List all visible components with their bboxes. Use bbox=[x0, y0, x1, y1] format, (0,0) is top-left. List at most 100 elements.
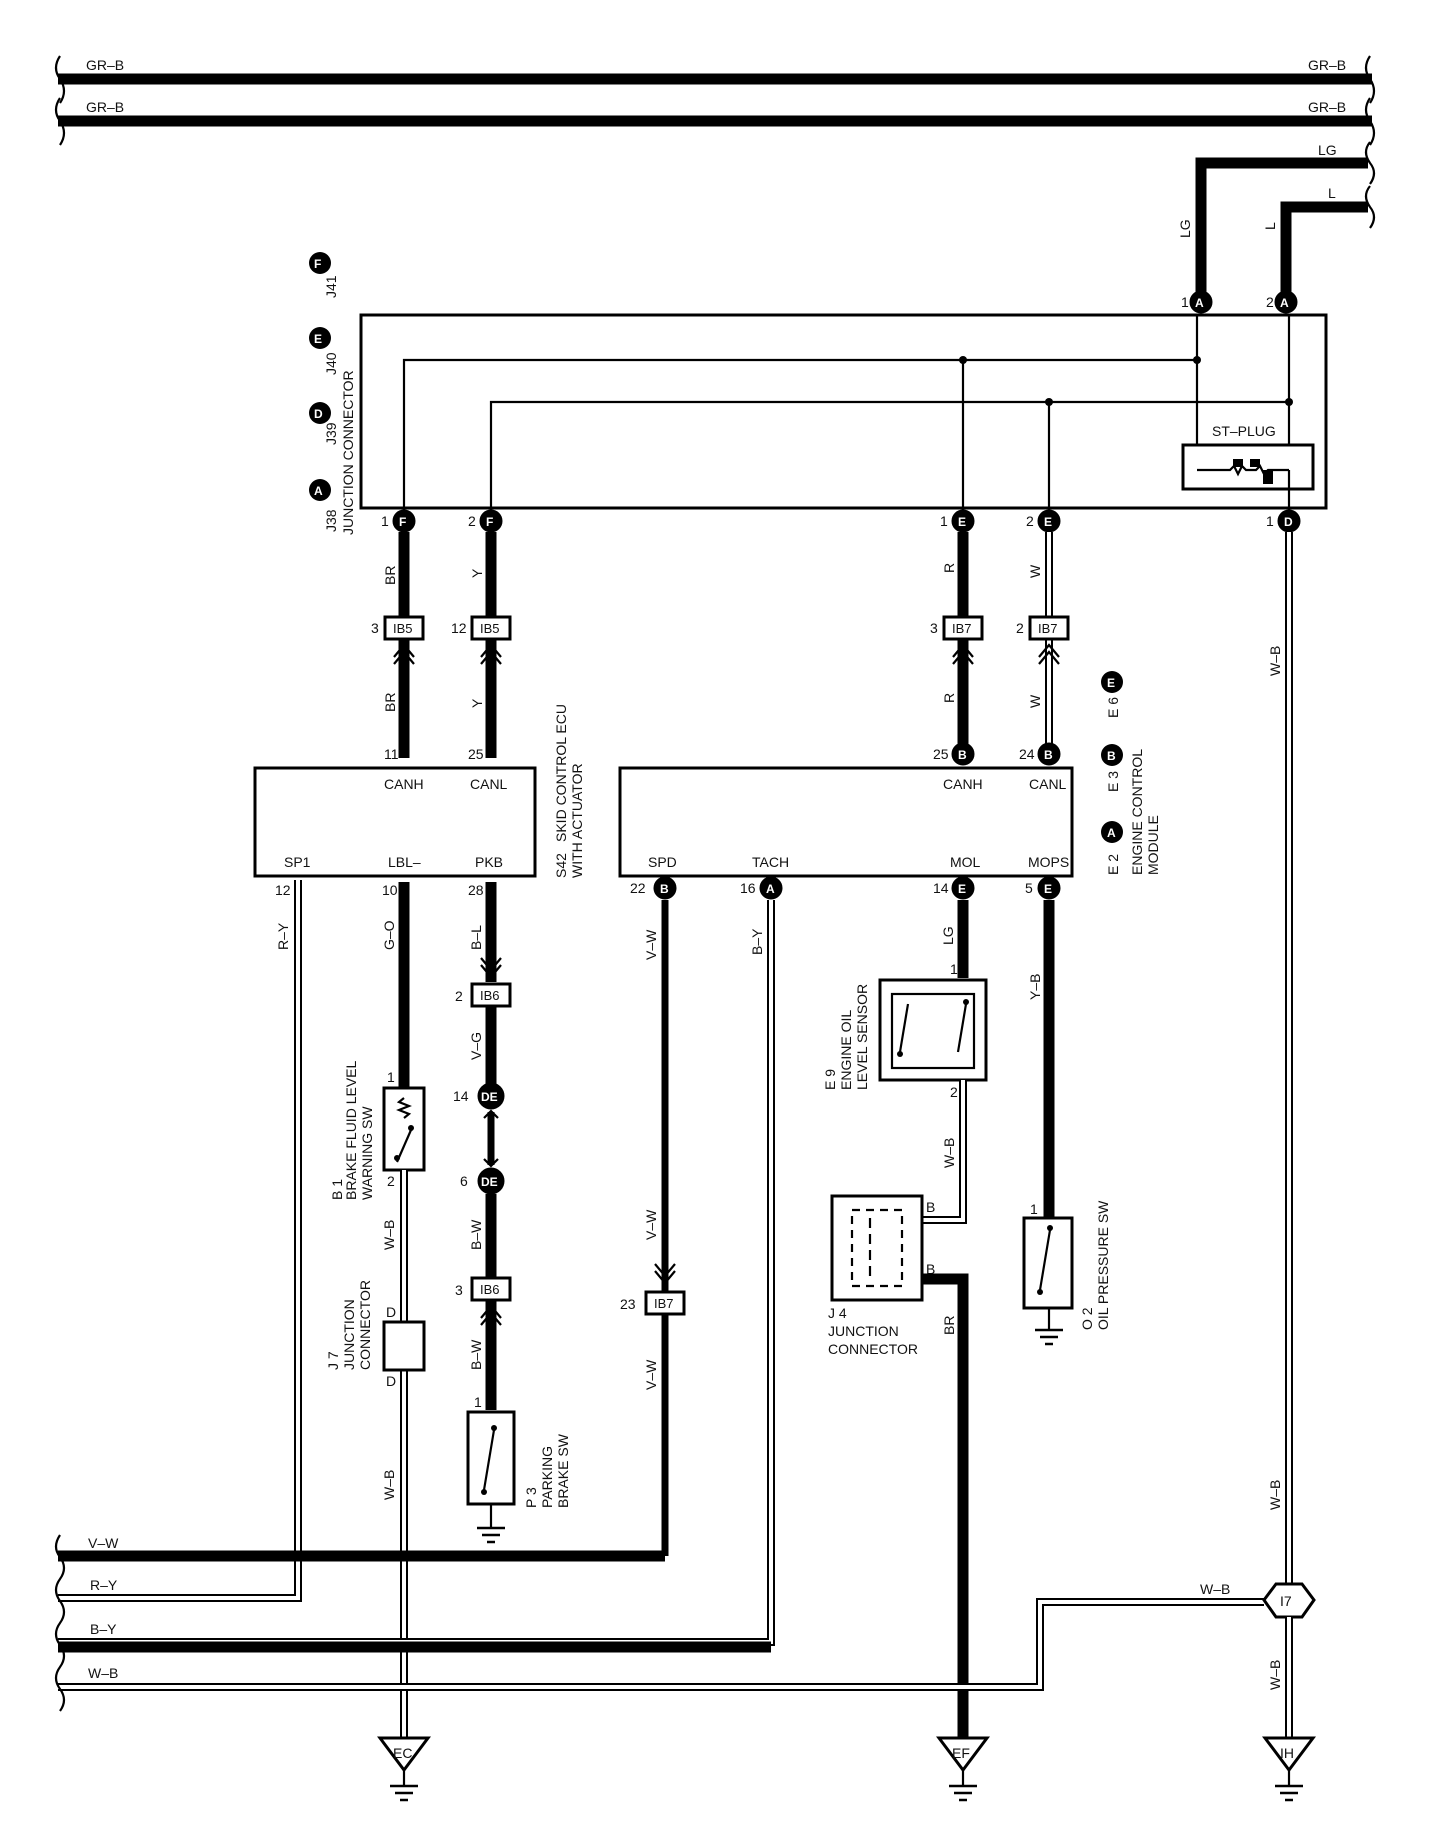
pin-number: 2 bbox=[950, 1084, 958, 1100]
wire-label: V–G bbox=[468, 1032, 484, 1060]
wire-label: B–Y bbox=[749, 928, 765, 955]
jc-bottom-pin: 1 F bbox=[381, 509, 416, 533]
ref-letter: E bbox=[314, 332, 322, 346]
ecm-bottom-terminal: MOPS 5 E bbox=[1025, 854, 1069, 900]
ref-e3: E 3 bbox=[1105, 771, 1121, 792]
st-plug bbox=[1181, 443, 1315, 491]
wire-label: G–O bbox=[381, 920, 397, 950]
l-label: L bbox=[1328, 185, 1336, 201]
oil-level-name: ENGINE OIL bbox=[838, 1010, 854, 1090]
junction-connector-label: JUNCTION CONNECTOR bbox=[340, 370, 356, 535]
parking-name-2: BRAKE SW bbox=[555, 1433, 571, 1508]
wire-b-w: B–W bbox=[468, 1194, 497, 1278]
pin-number: 1 bbox=[940, 513, 948, 529]
bus-gr-b-2: GR–B GR–B bbox=[54, 97, 1376, 146]
bus-label-right: GR–B bbox=[1308, 57, 1346, 73]
junction-connector-refs: J38 A J39 D J40 E J41 F bbox=[309, 252, 339, 532]
pin-letter: E bbox=[958, 515, 966, 529]
wire-label: BR bbox=[382, 566, 398, 585]
pin-letter: D bbox=[386, 1304, 396, 1320]
ecm-bottom-terminal: MOL 14 E bbox=[933, 854, 981, 900]
de-connector-14: 14 DE bbox=[453, 1082, 505, 1168]
pin-letter: B bbox=[660, 882, 669, 896]
ecm-bottom-terminal: SPD 22 B bbox=[630, 854, 677, 900]
wire-label: Y bbox=[469, 698, 485, 708]
splice-i7: I7 W–B W–B bbox=[58, 1581, 1316, 1738]
st-plug-label: ST–PLUG bbox=[1212, 423, 1276, 439]
pin-letter: E bbox=[1044, 882, 1052, 896]
wire-b-l: B–L bbox=[468, 882, 502, 982]
brake-fluid-name-2: WARNING SW bbox=[359, 1106, 375, 1200]
pin-number: 10 bbox=[382, 882, 398, 898]
engine-oil-level-sensor: 1 2 E 9 ENGINE OIL LEVEL SENSOR bbox=[822, 961, 988, 1100]
wire-w-b-ec: W–B W–B bbox=[381, 1170, 408, 1738]
lg-label: LG bbox=[1318, 142, 1337, 158]
pin-letter: F bbox=[399, 515, 406, 529]
ground-label: EC bbox=[393, 1745, 412, 1761]
terminal-name: LBL– bbox=[388, 854, 421, 870]
wire-label: W–B bbox=[941, 1138, 957, 1168]
wire-label: BR bbox=[382, 693, 398, 712]
pin-number: 3 bbox=[371, 620, 379, 636]
ecm-name-2: MODULE bbox=[1145, 815, 1161, 875]
bus-label: W–B bbox=[88, 1665, 118, 1681]
pin-number: 12 bbox=[275, 882, 291, 898]
ref-j41: J41 bbox=[323, 275, 339, 298]
ecm-refs: E 2 A E 3 B E 6 E ENGINE CONTROL MODULE bbox=[1101, 671, 1161, 875]
ib7-connector: 3 IB7 bbox=[930, 615, 984, 665]
j4-junction-connector: B B J 4 JUNCTION CONNECTOR bbox=[828, 1194, 935, 1357]
ib6-connector: 2 IB6 bbox=[455, 982, 512, 1008]
parking-name: PARKING bbox=[539, 1446, 555, 1508]
wire-label: W bbox=[1027, 564, 1043, 578]
engine-control-module: 25 B CANH 24 B CANL SPD 22 B TACH 16 A M… bbox=[618, 671, 1161, 900]
ecu-terminal: PKB 28 bbox=[468, 854, 503, 898]
wire-lg-mol: LG bbox=[940, 900, 969, 978]
ecu-terminal: SP1 12 bbox=[275, 854, 311, 898]
ib-label: IB5 bbox=[480, 621, 500, 636]
pin-letter: D bbox=[1284, 515, 1293, 529]
terminal-name: MOL bbox=[950, 854, 981, 870]
pin-number: 1 bbox=[387, 1069, 395, 1085]
de-connector-6: 6 DE bbox=[460, 1167, 505, 1195]
ecm-bottom-terminal: TACH 16 A bbox=[740, 854, 789, 900]
wire-label: V–W bbox=[643, 929, 659, 960]
pin-number: 25 bbox=[468, 746, 484, 762]
lg-wire: LG LG bbox=[1177, 141, 1376, 302]
bus-label: V–W bbox=[88, 1535, 119, 1551]
parking-ref: P 3 bbox=[523, 1487, 539, 1508]
ref-e2: E 2 bbox=[1105, 854, 1121, 875]
wire-label: BR bbox=[941, 1316, 957, 1335]
oil-level-name-2: LEVEL SENSOR bbox=[854, 984, 870, 1090]
wire-label: V–W bbox=[643, 1359, 659, 1390]
skid-ecu-name-2: WITH ACTUATOR bbox=[569, 763, 585, 878]
pin-number: 2 bbox=[387, 1173, 395, 1189]
skid-control-ecu: 11 CANH 25 CANL SP1 12 LBL– 10 PKB 28 S4… bbox=[253, 704, 585, 898]
wire-label: B–W bbox=[468, 1219, 484, 1250]
pin-letter: B bbox=[958, 748, 967, 762]
pin-letter: B bbox=[926, 1199, 935, 1215]
pin-number: 5 bbox=[1025, 880, 1033, 896]
ground-label: EF bbox=[952, 1745, 970, 1761]
wire-label: W–B bbox=[1200, 1581, 1230, 1597]
ref-letter: F bbox=[314, 257, 321, 271]
ground-ec: EC bbox=[377, 1736, 431, 1802]
j7-name: JUNCTION bbox=[341, 1299, 357, 1370]
wire-label: Y bbox=[469, 568, 485, 578]
wire-y-b: Y–B bbox=[1027, 900, 1055, 1218]
j4-ref: J 4 bbox=[828, 1305, 847, 1321]
ib-label: IB7 bbox=[952, 621, 972, 636]
pin-letter: B bbox=[1044, 748, 1053, 762]
terminal-name: SP1 bbox=[284, 854, 311, 870]
pin-letter: D bbox=[386, 1373, 396, 1389]
pin-number: 2 bbox=[1266, 294, 1274, 310]
skid-ecu-ref: S42 bbox=[553, 853, 569, 878]
ib7-connector-spd: 23 IB7 bbox=[620, 1290, 686, 1316]
ref-letter: D bbox=[314, 407, 323, 421]
wire-v-w: V–W V–W V–W bbox=[58, 900, 676, 1562]
ecm-name: ENGINE CONTROL bbox=[1129, 749, 1145, 875]
terminal-name: CANL bbox=[1029, 776, 1067, 792]
j7-name-2: CONNECTOR bbox=[357, 1280, 373, 1370]
lg-wire-label: LG bbox=[1177, 219, 1193, 238]
bus-label: B–Y bbox=[90, 1621, 117, 1637]
